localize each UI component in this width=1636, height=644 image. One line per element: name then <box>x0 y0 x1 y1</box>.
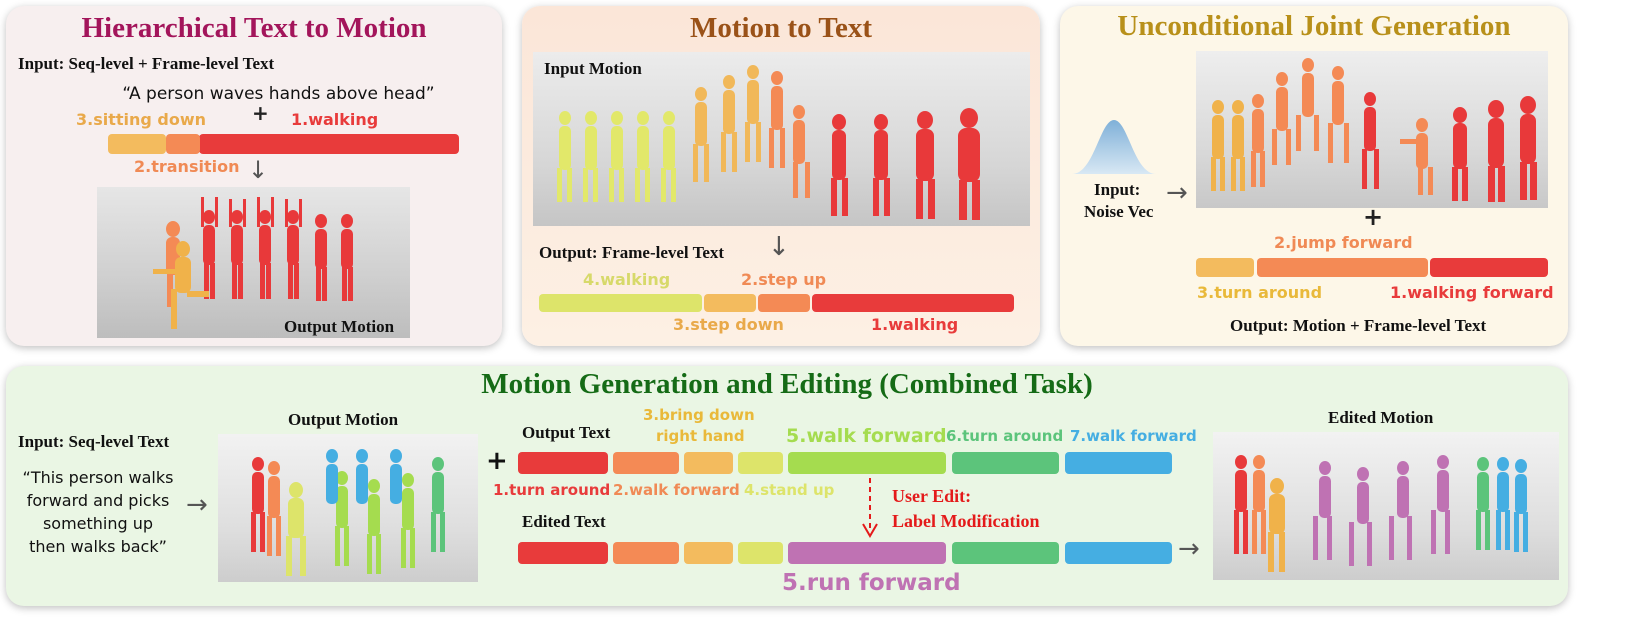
panel3-plus: + <box>1363 203 1384 231</box>
motion-generation-editing-panel: Motion Generation and Editing (Combined … <box>6 366 1568 606</box>
panel4-edited-seg-run-forward <box>788 542 946 564</box>
panel1-seg-label-sitting: 3.sitting down <box>76 110 207 129</box>
panel1-seg-sitting <box>108 134 166 154</box>
panel4-output-motion-label: Output Motion <box>288 410 399 429</box>
panel4-label-walk-forward-7: 7.walk forward <box>1070 427 1197 445</box>
panel2-seg-label-step-up: 2.step up <box>741 270 827 289</box>
panel4-quote-line4: then walks back” <box>29 537 167 556</box>
panel4-label-walk-forward-5: 5.walk forward <box>786 425 947 447</box>
panel1-quote: “A person waves hands above head” <box>122 84 435 104</box>
panel1-plus: + <box>252 101 269 125</box>
panel1-output-label: Output Motion <box>284 317 395 336</box>
panel1-input-label: Input: Seq-level + Frame-level Text <box>18 54 275 73</box>
panel4-seg-turn-around <box>518 452 608 474</box>
panel4-edited-seg-walk-forward-7 <box>1065 542 1172 564</box>
panel4-output-text-label: Output Text <box>522 423 611 442</box>
panel3-seg-label-walking: 1.walking forward <box>1390 283 1554 302</box>
panel4-edited-motion-image <box>1213 432 1559 580</box>
panel4-input-label: Input: Seq-level Text <box>18 432 170 451</box>
panel4-edited-seg-stand-up <box>738 542 783 564</box>
panel1-output-motion-image <box>97 187 410 338</box>
panel3-output-label: Output: Motion + Frame-level Text <box>1230 316 1487 335</box>
panel3-noise-label-2: Noise Vec <box>1084 202 1154 221</box>
panel3-right-arrow: → <box>1166 178 1188 208</box>
hierarchical-text-to-motion-panel: Hierarchical Text to Motion Input: Seq-l… <box>6 6 502 346</box>
panel3-figures-illustration <box>1211 58 1537 202</box>
panel1-title: Hierarchical Text to Motion <box>81 12 427 44</box>
panel1-seg-walking <box>199 134 459 154</box>
panel4-label-turn-around-1: 1.turn around <box>493 481 611 499</box>
panel3-title: Unconditional Joint Generation <box>1117 10 1511 42</box>
panel1-seg-transition <box>166 134 200 154</box>
panel4-label-bring-down-2: right hand <box>656 427 745 445</box>
panel4-seg-walk-forward-7 <box>1065 452 1172 474</box>
noise-distribution-icon <box>1072 120 1156 174</box>
panel4-edited-seg-walk-forward-2 <box>613 542 679 564</box>
panel3-seg-jump <box>1257 258 1428 277</box>
panel4-seg-walk-forward-5 <box>788 452 946 474</box>
panel1-figures-illustration <box>153 197 353 329</box>
panel4-edited-seg-bring-down <box>684 542 733 564</box>
panel4-seg-bring-down <box>684 452 733 474</box>
panel2-down-arrow: ↓ <box>768 232 790 262</box>
panel2-seg-label-walking-top: 4.walking <box>583 270 671 289</box>
panel4-label-walk-forward-2: 2.walk forward <box>613 481 740 499</box>
panel2-figures-illustration <box>557 65 980 220</box>
panel4-quote-line3: something up <box>42 514 154 533</box>
user-edit-label-2: Label Modification <box>892 511 1040 531</box>
panel3-noise-label-1: Input: <box>1094 180 1141 199</box>
panel4-label-bring-down-1: 3.bring down <box>643 406 755 424</box>
panel4-output-figures-illustration <box>251 449 445 576</box>
panel4-label-stand-up: 4.stand up <box>744 481 835 499</box>
panel4-output-arrow: → <box>1178 534 1200 564</box>
panel4-output-motion-image <box>218 434 478 582</box>
panel4-edited-text-label: Edited Text <box>522 512 606 531</box>
motion-to-text-panel: Motion to Text <box>522 6 1040 346</box>
panel1-seg-label-transition: 2.transition <box>134 157 240 176</box>
unconditional-joint-generation-panel: Unconditional Joint Generation Input: No… <box>1060 6 1568 346</box>
panel2-seg-step-up <box>758 294 810 312</box>
panel2-title: Motion to Text <box>689 12 873 44</box>
panel4-plus: + <box>486 446 508 476</box>
panel4-quote-line2: forward and picks <box>26 491 170 510</box>
panel4-seg-stand-up <box>738 452 783 474</box>
panel2-seg-step-down <box>704 294 756 312</box>
panel2-seg-walking-1 <box>812 294 1014 312</box>
panel4-quote-line1: “This person walks <box>22 468 174 487</box>
panel2-input-label: Input Motion <box>544 59 642 78</box>
panel4-edited-motion-label: Edited Motion <box>1328 408 1434 427</box>
edit-dashed-arrow-icon <box>862 478 878 538</box>
panel4-edited-seg-turn-around <box>518 542 608 564</box>
panel4-seg-turn-around-6 <box>952 452 1059 474</box>
user-edit-label-1: User Edit: <box>892 486 972 506</box>
panel1-down-arrow: ↓ <box>248 156 269 184</box>
panel3-seg-turn <box>1196 258 1254 277</box>
panel4-input-arrow: → <box>186 490 208 520</box>
panel2-seg-label-step-down: 3.step down <box>673 315 784 334</box>
panel3-seg-walking <box>1430 258 1548 277</box>
panel4-seg-walk-forward-2 <box>613 452 679 474</box>
panel2-output-label: Output: Frame-level Text <box>539 243 725 262</box>
panel3-seg-label-jump: 2.jump forward <box>1274 233 1413 252</box>
panel3-output-motion-image <box>1196 51 1548 208</box>
panel3-seg-label-turn: 3.turn around <box>1197 283 1323 302</box>
panel1-seg-label-walking: 1.walking <box>291 110 379 129</box>
panel2-seg-label-walking-bottom: 1.walking <box>871 315 959 334</box>
panel4-title: Motion Generation and Editing (Combined … <box>481 368 1093 400</box>
panel4-label-turn-around-6: 6.turn around <box>946 427 1064 445</box>
panel4-edited-seg-turn-around-6 <box>952 542 1059 564</box>
panel2-seg-walking-4 <box>539 294 702 312</box>
panel2-input-motion-image <box>533 52 1030 226</box>
panel4-edited-figures-illustration <box>1234 455 1528 572</box>
panel4-label-run-forward: 5.run forward <box>782 570 961 596</box>
